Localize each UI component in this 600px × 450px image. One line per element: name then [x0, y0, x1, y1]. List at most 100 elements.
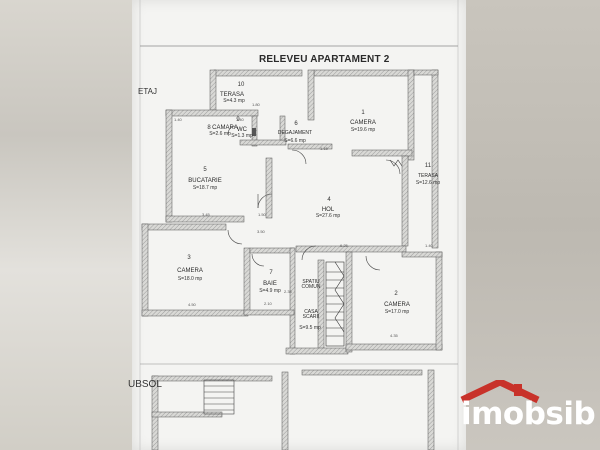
roof-icon: [460, 380, 540, 404]
room-number: 2: [394, 291, 398, 297]
imobsib-logo: [460, 380, 540, 404]
floor-plan-sheet: RELEVEU APARTAMENT 2 ETAJ UBSOL 10 TERAS…: [128, 0, 466, 450]
wall: [289, 247, 296, 355]
room-name: DEGAJAMENT: [277, 130, 313, 136]
room-area: S=1.3 mp: [231, 133, 253, 139]
wall: [243, 309, 295, 316]
room-name: SPATIU COMUN: [301, 279, 321, 290]
door-swing: [365, 255, 381, 271]
wall: [413, 69, 439, 76]
level-label-top: ETAJ: [138, 87, 157, 96]
room-number: 6: [294, 121, 298, 127]
dimension-label: 2.10: [264, 301, 272, 306]
door-swing: [291, 149, 307, 165]
wall: [141, 309, 249, 317]
dimension-label: 1.40: [174, 117, 182, 122]
wall: [295, 245, 407, 253]
room-area: S=27.6 mp: [315, 213, 341, 219]
wall: [431, 69, 439, 249]
walls: [141, 69, 443, 450]
wall: [401, 155, 409, 247]
room-number: 3: [187, 255, 191, 261]
room-area: S=2.6 mp: [209, 131, 231, 137]
wall: [213, 69, 303, 77]
door-swing: [385, 159, 401, 175]
room-number: 7: [269, 270, 273, 276]
wall: [285, 347, 349, 355]
wall: [435, 251, 443, 351]
dimension-label: 4.35: [390, 333, 398, 338]
door-swing: [227, 229, 243, 245]
watermark-text: imobsib: [461, 396, 596, 432]
wall: [209, 69, 217, 111]
room-area: S=4.3 mp: [223, 98, 245, 104]
room-number: 10: [237, 82, 245, 88]
dimension-label: 2.35: [284, 289, 292, 294]
door-swing: [251, 253, 265, 267]
dimension-label: 4.50: [188, 302, 196, 307]
room-area: S=19.6 mp: [350, 127, 376, 133]
wall: [165, 215, 245, 223]
room-name: WC: [237, 127, 247, 133]
room-area: S=18.0 mp: [177, 276, 203, 282]
wall: [249, 247, 295, 254]
room-area: S=6.6 mp: [284, 138, 306, 144]
door-swing: [301, 245, 317, 261]
wall: [265, 157, 273, 219]
dimension-label: 1.50: [258, 212, 266, 217]
room-name: HOL: [321, 207, 335, 213]
room-name: CASA SCARII: [302, 309, 320, 320]
room-name: CAMARA: [212, 125, 238, 131]
wall: [279, 115, 286, 141]
wall: [401, 251, 443, 258]
dimension-label: 1.15: [320, 146, 328, 151]
room-area: S=17.0 mp: [384, 309, 410, 315]
room-name: CAMERA: [350, 120, 376, 126]
wall: [301, 369, 423, 376]
doors: [227, 125, 401, 271]
wall: [407, 69, 415, 161]
room-name: BAIE: [263, 281, 277, 287]
radiator-symbol: [389, 159, 403, 167]
dimension-label: 6.25: [340, 243, 348, 248]
wall: [239, 139, 287, 146]
room-area: S=9.5 mp: [299, 325, 321, 331]
wall: [243, 247, 251, 315]
dimension-label: 1.40: [236, 117, 244, 122]
room-name: BUCATARIE: [188, 178, 222, 184]
wall: [351, 149, 413, 157]
wall: [151, 375, 273, 382]
room-area: S=12.6 mp: [415, 180, 441, 186]
room-number: 9: [236, 117, 240, 123]
background-surface-left: [0, 0, 132, 450]
dimension-label: 1.80: [252, 102, 260, 107]
wall: [313, 69, 415, 77]
room-name: CAMERA: [384, 302, 410, 308]
dimension-label: 3.45: [202, 212, 210, 217]
wall: [281, 371, 289, 450]
wall: [151, 411, 223, 418]
wall: [427, 369, 435, 450]
dimension-label: 1.40: [425, 243, 433, 248]
chimney-icon: [514, 384, 522, 396]
wall: [165, 109, 259, 117]
wall: [317, 259, 325, 353]
room-number: 4: [327, 197, 331, 203]
door-swing: [227, 125, 237, 135]
room-name: TERASA: [417, 173, 439, 179]
background-surface-right: [466, 0, 600, 450]
room-area: S=18.7 mp: [192, 185, 218, 191]
wall: [141, 223, 149, 317]
wall: [141, 223, 227, 231]
room-name: TERASA: [219, 92, 245, 98]
wc-fixture: [252, 128, 256, 136]
room-number: 1: [361, 110, 365, 116]
wall: [307, 69, 315, 121]
floor-plan-drawing: [139, 0, 459, 450]
wall: [345, 343, 443, 351]
room-number: 8: [207, 125, 211, 131]
basement-stairs: [203, 379, 235, 415]
room-number: 5: [203, 167, 207, 173]
dimension-label: 3.50: [257, 229, 265, 234]
wall: [287, 143, 333, 150]
